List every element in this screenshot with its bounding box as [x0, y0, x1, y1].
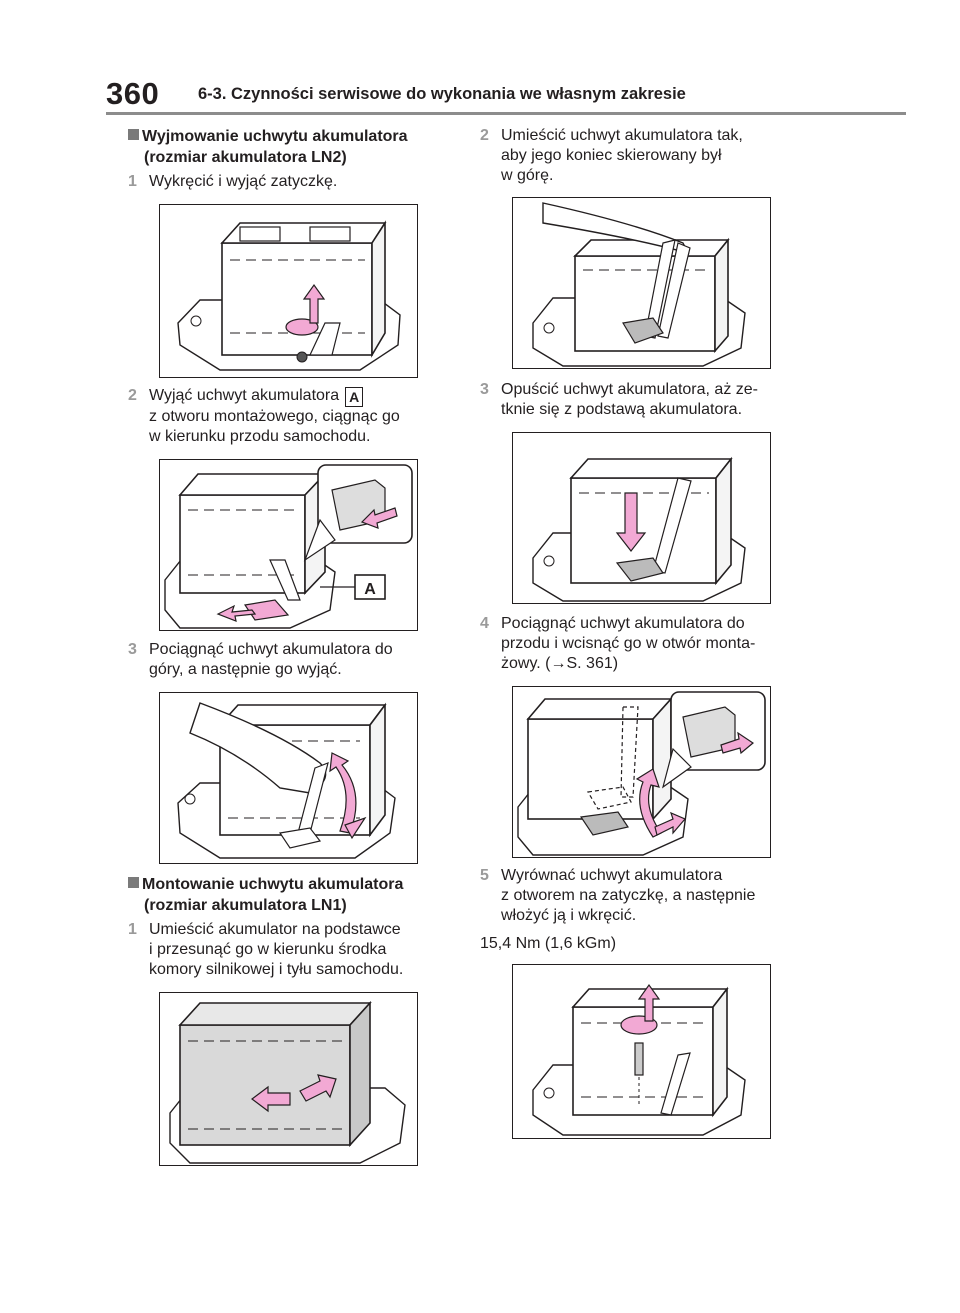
battery-holder-illustration: A — [164, 464, 413, 629]
torque-value: 15,4 Nm (1,6 kGm) — [480, 935, 617, 952]
heading-install-holder: Montowanie uchwytu akumulatora (rozmiar … — [128, 874, 403, 916]
step-remove-3: 3 Pociągnąć uchwyt akumulatora do góry, … — [128, 640, 438, 682]
step-text: góry, a następnie go wyjąć. — [149, 661, 342, 678]
step-text: przodu i wcisnąć go w otwór monta- — [501, 635, 756, 652]
section-title: 6-3. Czynności serwisowe do wykonania we… — [198, 85, 686, 103]
battery-holder-up-illustration — [532, 202, 746, 367]
step-number: 4 — [480, 615, 489, 632]
heading-line: (rozmiar akumulatora LN2) — [144, 149, 347, 166]
figure-pull-forward: A — [159, 459, 418, 631]
battery-insert-illustration — [517, 691, 766, 856]
step-text: z otworu montażowego, ciągnąc go — [149, 408, 400, 425]
heading-line: (rozmiar akumulatora LN1) — [144, 897, 347, 914]
step-text: w kierunku przodu samochodu. — [149, 428, 371, 445]
page-number: 360 — [106, 76, 160, 111]
step-text: Umieścić uchwyt akumulatora tak, — [501, 127, 743, 144]
step-text: Umieścić akumulator na podstawce — [149, 921, 401, 938]
step-text: Wyjąć uchwyt akumulatora — [149, 387, 340, 404]
step-text: Wyrównać uchwyt akumulatora — [501, 867, 723, 884]
step-text: aby jego koniec skierowany był — [501, 147, 722, 164]
figure-lift-out — [159, 692, 418, 864]
step-text: z otworem na zatyczkę, a następnie — [501, 887, 756, 904]
figure-lower-holder — [512, 432, 771, 604]
header-rule — [106, 112, 906, 115]
step-number: 2 — [480, 127, 489, 144]
figure-label-a: A — [364, 581, 376, 598]
figure-slide-battery — [159, 992, 418, 1166]
battery-lower-illustration — [532, 456, 746, 602]
step-install-4: 4 Pociągnąć uchwyt akumulatora do przodu… — [480, 614, 810, 676]
battery-slide-illustration — [169, 1000, 406, 1164]
step-text: tknie się z podstawą akumulatora. — [501, 401, 743, 418]
heading-line: Wyjmowanie uchwytu akumulatora — [142, 128, 408, 145]
step-text: i przesunąć go w kierunku środka — [149, 941, 387, 958]
step-text: żowy. (→S. 361) — [501, 655, 619, 672]
step-number: 5 — [480, 867, 489, 884]
step-text: komory silnikowej i tyłu samochodu. — [149, 961, 404, 978]
battery-lift-illustration — [177, 702, 396, 859]
heading-line: Montowanie uchwytu akumulatora — [142, 876, 404, 893]
figure-remove-plug — [159, 204, 418, 378]
step-text: Wykręcić i wyjąć zatyczkę. — [149, 173, 338, 190]
battery-plug-illustration — [177, 220, 401, 371]
step-text: w górę. — [501, 167, 554, 184]
step-remove-2: 2 Wyjąć uchwyt akumulatora A z otworu mon… — [128, 386, 438, 448]
step-install-5: 5 Wyrównać uchwyt akumulatora z otworem … — [480, 866, 810, 928]
step-number: 1 — [128, 173, 137, 190]
figure-position-holder — [512, 197, 771, 369]
step-text: Pociągnąć uchwyt akumulatora do — [149, 641, 393, 658]
figure-insert-holder — [512, 686, 771, 858]
bullet-square-icon — [128, 877, 139, 888]
step-number: 3 — [480, 381, 489, 398]
step-install-3: 3 Opuścić uchwyt akumulatora, aż ze- tkn… — [480, 380, 810, 422]
step-text: Opuścić uchwyt akumulatora, aż ze- — [501, 381, 758, 398]
battery-plug-install-illustration — [532, 983, 746, 1136]
step-text: Pociągnąć uchwyt akumulatora do — [501, 615, 745, 632]
step-number: 2 — [128, 387, 137, 404]
step-install-1: 1 Umieścić akumulator na podstawce i prz… — [128, 920, 448, 982]
bullet-square-icon — [128, 129, 139, 140]
step-number: 1 — [128, 921, 137, 938]
step-text: włożyć ją i wkręcić. — [501, 907, 637, 924]
heading-remove-holder: Wyjmowanie uchwytu akumulatora (rozmiar … — [128, 126, 408, 168]
label-a-badge: A — [345, 387, 364, 407]
step-remove-1: 1 Wykręcić i wyjąć zatyczkę. — [128, 172, 428, 194]
step-install-2: 2 Umieścić uchwyt akumulatora tak, aby j… — [480, 126, 800, 188]
figure-insert-plug — [512, 964, 771, 1139]
step-number: 3 — [128, 641, 137, 658]
